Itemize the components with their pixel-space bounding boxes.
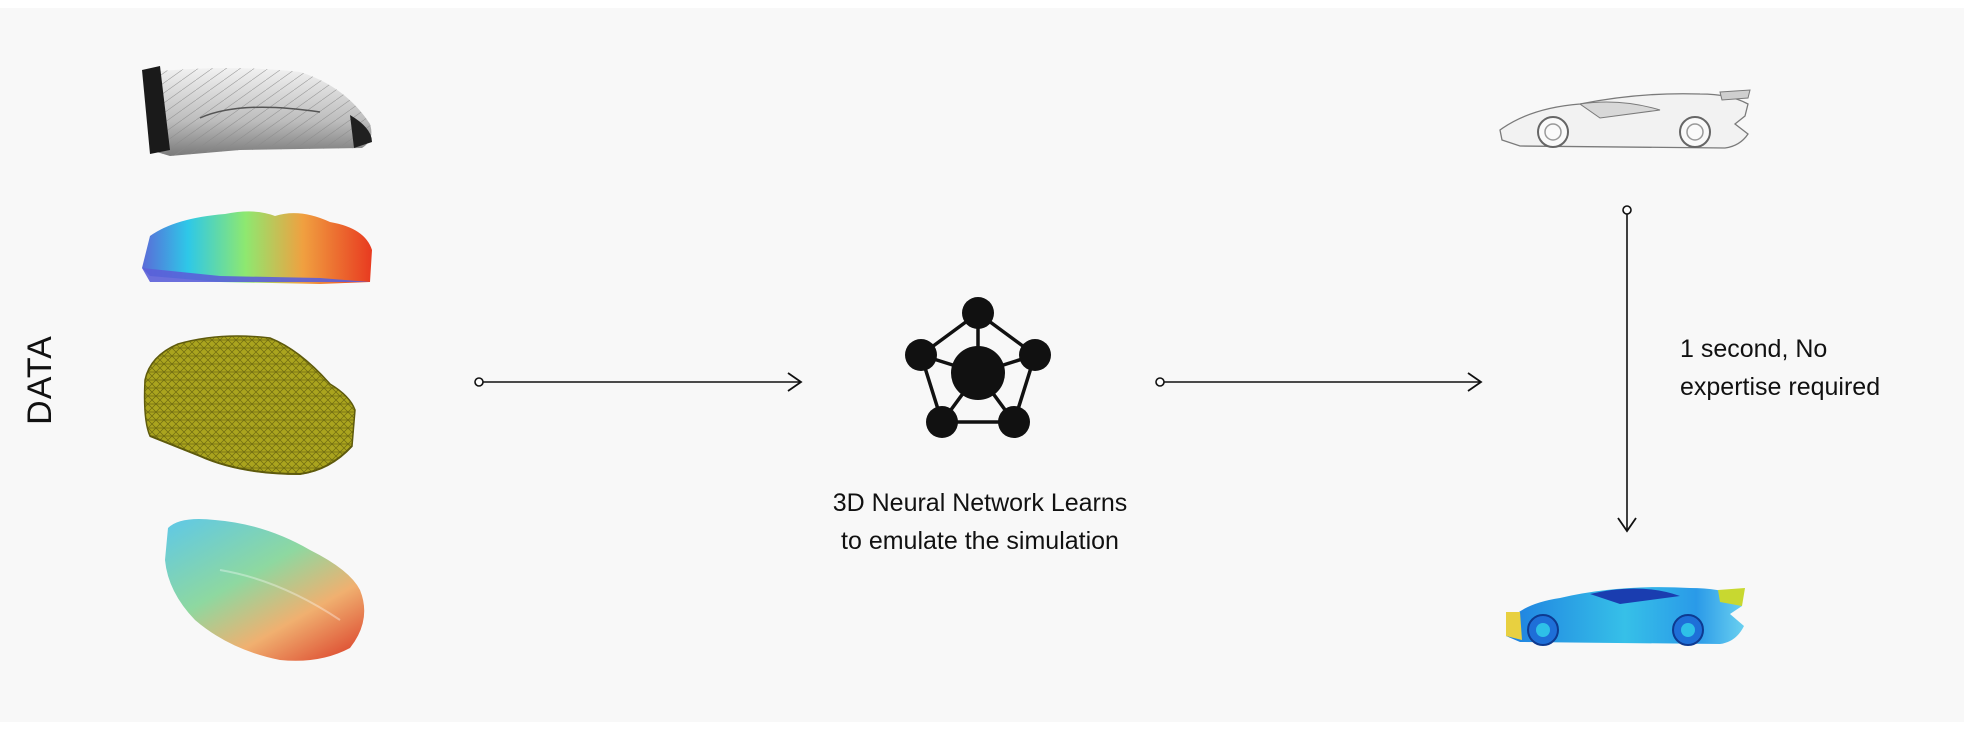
network-caption: 3D Neural Network Learns to emulate the … [820, 484, 1140, 560]
predicted-cfd-car [1506, 587, 1745, 646]
arrow-network-to-result [1155, 372, 1483, 392]
result-caption-line2: expertise required [1680, 373, 1881, 401]
result-caption: 1 second, No expertise required [1680, 330, 1940, 406]
data-car-velocity-field [165, 519, 365, 661]
arrow-data-to-network [474, 372, 803, 392]
network-caption-line1: 3D Neural Network Learns [832, 489, 1128, 517]
network-caption-line2: to emulate the simulation [841, 527, 1119, 555]
result-caption-line1: 1 second, No [1680, 335, 1828, 363]
arrow-sketch-to-result [1617, 205, 1637, 533]
data-car-grey-surface [142, 66, 372, 156]
neural-network-icon [905, 297, 1051, 438]
data-car-pressure-field [142, 211, 372, 284]
data-car-mesh [143, 335, 356, 476]
new-design-sketch-car [1499, 89, 1751, 149]
